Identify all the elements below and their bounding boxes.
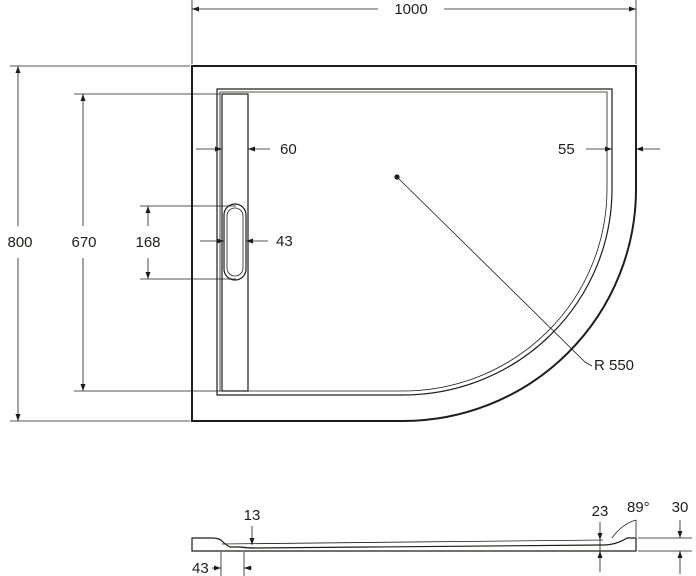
drain-channel — [221, 93, 249, 392]
section-view: 13 43 23 89° 30 — [191, 499, 692, 576]
channel-width-arrow-right — [248, 146, 255, 152]
section-drain-arrow-left — [214, 565, 221, 571]
drain-width-arrow-left — [217, 238, 224, 244]
rim-width-arrow-left — [605, 146, 612, 152]
section-drain-arrow-right — [244, 565, 251, 571]
drain-length-label: 168 — [135, 234, 160, 251]
radius-label: R 550 — [594, 357, 634, 374]
section-profile — [191, 537, 637, 552]
rim-height-arrow-bottom — [597, 551, 603, 558]
drain-width-label: 43 — [276, 233, 293, 250]
edge-thickness-label: 13 — [244, 507, 261, 524]
angle-label: 89° — [627, 499, 650, 516]
radius-leader — [396, 176, 593, 367]
section-drain-label: 43 — [192, 560, 209, 576]
channel-width-label: 60 — [280, 141, 297, 158]
depth-label: 800 — [7, 234, 32, 251]
drain-grate-inner — [226, 207, 244, 277]
edge-thickness-arrow — [249, 538, 255, 545]
drain-length-arrow-top — [145, 206, 151, 213]
drain-width-arrow-right — [246, 238, 253, 244]
depth-arrow-bottom — [15, 414, 21, 421]
inner-depth-arrow-top — [80, 94, 86, 101]
rim-width-label: 55 — [558, 141, 575, 158]
width-arrow-right — [629, 6, 636, 12]
angle-arc — [611, 519, 637, 539]
tray-outline — [191, 65, 637, 422]
section-surface-line — [221, 539, 604, 545]
drain-grate — [223, 203, 247, 281]
inner-depth-arrow-bottom — [80, 384, 86, 391]
channel-width-arrow-left — [215, 146, 222, 152]
total-height-label: 30 — [672, 499, 689, 516]
width-label: 1000 — [394, 1, 427, 18]
basin-outline-inner — [219, 91, 608, 392]
rim-width-arrow-right — [636, 146, 643, 152]
total-height-arrow-bottom — [677, 551, 683, 558]
inner-depth-label: 670 — [71, 234, 96, 251]
rim-height-arrow-top — [597, 533, 603, 540]
depth-arrow-top — [15, 66, 21, 73]
total-height-arrow-top — [677, 531, 683, 538]
drain-length-arrow-bottom — [145, 272, 151, 279]
width-arrow-left — [192, 6, 199, 12]
rim-height-label: 23 — [592, 503, 609, 520]
plan-view: R 550 1000 800 670 168 — [7, 0, 660, 422]
basin-outline-outer — [216, 88, 613, 396]
